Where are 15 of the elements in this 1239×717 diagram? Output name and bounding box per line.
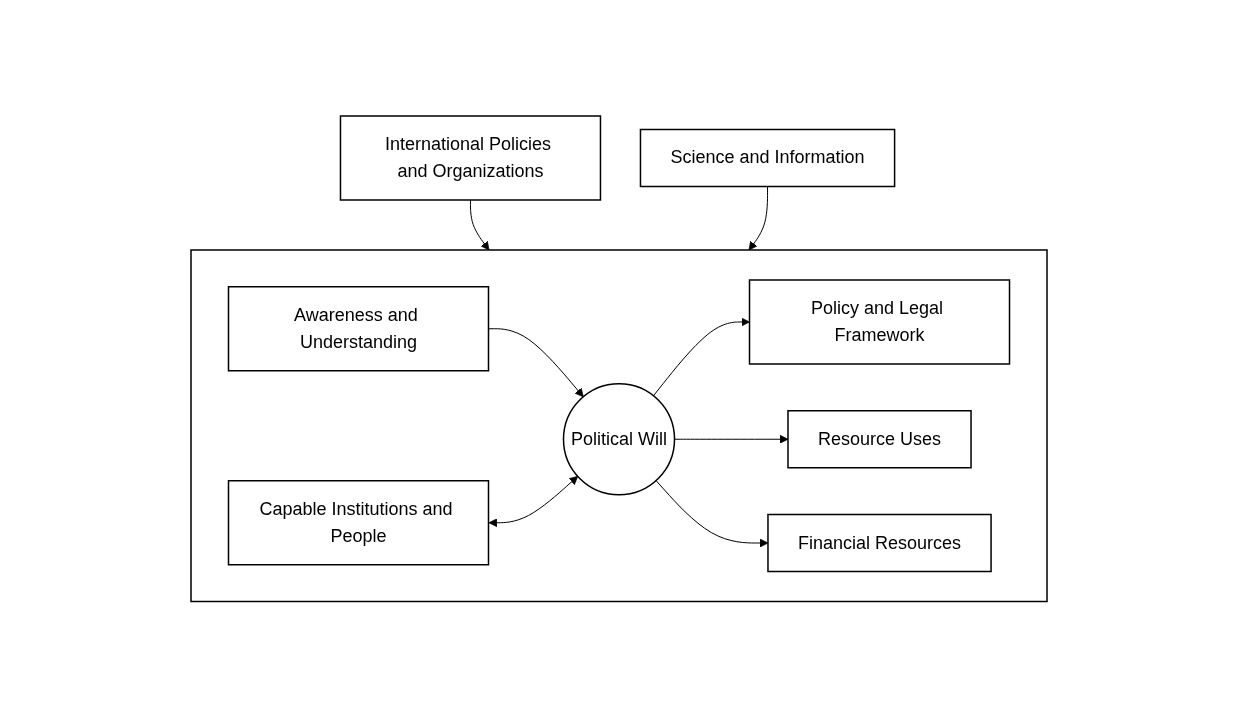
- node-box: Capable Institutions and People: [228, 479, 490, 566]
- arrow: [489, 475, 579, 527]
- arrow: [656, 479, 769, 548]
- arrow: [470, 199, 490, 251]
- arrow: [653, 317, 751, 396]
- node-box: Science and Information: [640, 128, 896, 187]
- node-box: International Policies and Organizations: [340, 115, 602, 201]
- node-circle: Political Will: [563, 382, 676, 496]
- node-box: Awareness and Understanding: [228, 285, 490, 372]
- node-box: Policy and Legal Framework: [749, 279, 1011, 365]
- arrow: [488, 328, 585, 397]
- node-box: Financial Resources: [767, 513, 993, 572]
- cluster: [190, 249, 1049, 602]
- node-box: Resource Uses: [787, 409, 973, 469]
- arrow: [749, 185, 769, 251]
